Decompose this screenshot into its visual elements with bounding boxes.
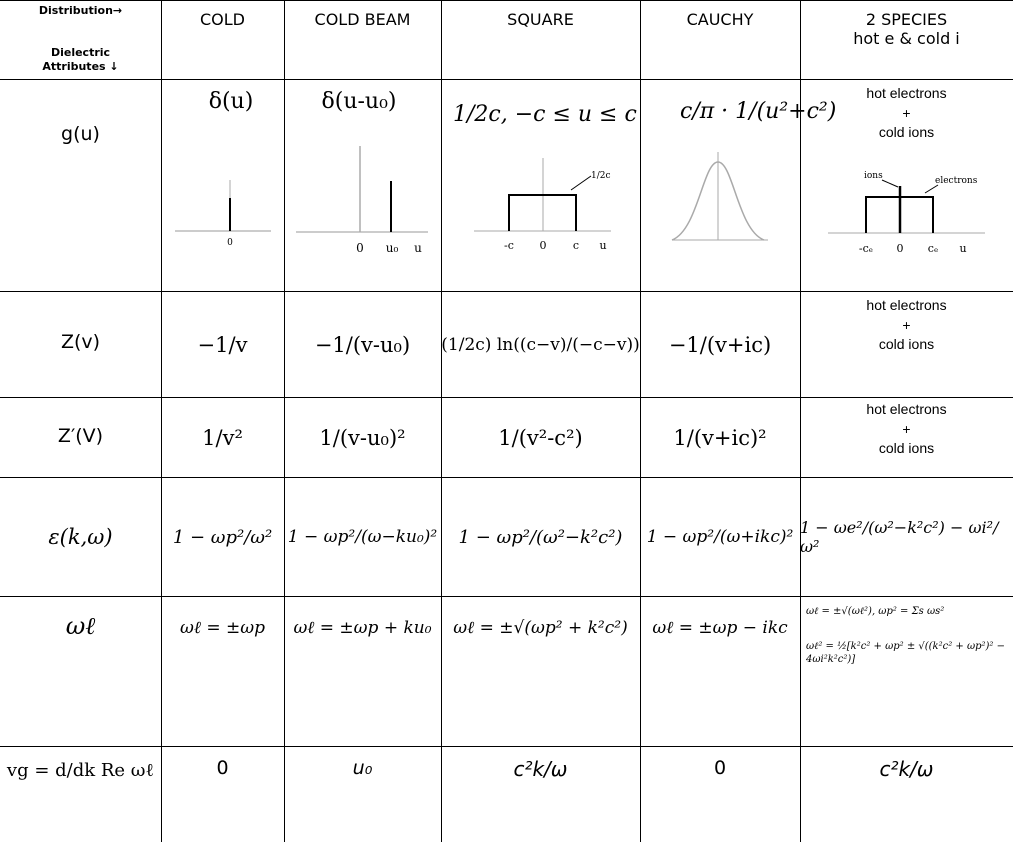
cold-zprime-formula: 1/v² <box>202 425 243 450</box>
row-label-g: g(u) <box>61 123 100 145</box>
species-g-plot: ions electrons -cₑ 0 cₑ u <box>828 171 985 255</box>
column-header-square: SQUARE <box>507 10 574 29</box>
square-z-formula: (1/2c) ln((c−v)/(−c−v)) <box>441 334 640 355</box>
cold-z-formula: −1/v <box>197 332 248 357</box>
square-g-plot: 1/2c, −c ≤ u ≤ c 1/2c -c 0 c u <box>453 102 637 252</box>
square-g-cell: 1/2c, −c ≤ u ≤ c 1/2c -c 0 c u <box>441 80 640 291</box>
species-omega-formula: ωℓ = ±√(ωℓ²), ωp² = Σs ωs² ωℓ² = ½[k²c² … <box>806 605 1009 666</box>
row-label-vg: vg = d/dk Re ωℓ <box>6 760 155 781</box>
column-header-2-species: 2 SPECIES hot e & cold i <box>800 10 1013 48</box>
cauchy-eps-formula: 1 − ωp²/(ω+ikc)² <box>646 527 794 547</box>
row-divider <box>0 0 1013 1</box>
species-zprime-note-line-3: cold ions <box>878 440 935 457</box>
corner-attributes-label: Dielectric Attributes ↓ <box>0 46 161 74</box>
column-divider <box>161 0 162 842</box>
species-vg-value: c²k/ω <box>879 757 934 781</box>
species-g-tick-u: u <box>959 242 966 255</box>
square-g-tick-0: 0 <box>540 239 547 252</box>
square-g-height-label: 1/2c <box>591 171 611 181</box>
square-vg-value: c²k/ω <box>513 757 568 781</box>
cold-vg-value: 0 <box>216 757 229 779</box>
row-divider <box>0 746 1013 747</box>
row-divider <box>0 596 1013 597</box>
row-divider <box>0 79 1013 80</box>
species-g-tick-minus-ce: -cₑ <box>859 242 873 255</box>
beam-vg-value: u₀ <box>352 757 373 779</box>
species-g-tick-0: 0 <box>897 242 904 255</box>
column-divider <box>800 0 801 842</box>
species-zprime-note-line-2: + <box>902 420 911 437</box>
beam-g-tick-u: u <box>414 241 422 255</box>
species-z-note-line-1: hot electrons <box>866 297 947 313</box>
species-g-note: hot electrons + cold ions <box>800 84 1013 143</box>
species-g-tick-ce: cₑ <box>928 242 938 255</box>
species-eps-formula: 1 − ωe²/(ω²−k²c²) − ωi²/ω² <box>800 518 999 556</box>
column-divider <box>284 0 285 842</box>
beam-g-cell: δ(u-u₀) 0 u₀ u <box>284 80 441 291</box>
species-g-note-line-3: cold ions <box>878 124 935 141</box>
beam-z-formula: −1/(v-u₀) <box>314 332 411 357</box>
species-omega-formula-line-2: ωℓ² = ½[k²c² + ωp² ± √((k²c² + ωp²)² − 4… <box>806 641 1005 665</box>
column-header-2-species-title: 2 SPECIES <box>865 10 948 29</box>
column-header-2-species-subtitle: hot e & cold i <box>853 29 960 48</box>
cauchy-omega-formula: ωℓ = ±ωp − ikc <box>652 618 788 638</box>
species-z-note: hot electrons + cold ions <box>800 296 1013 355</box>
column-header-cold: COLD <box>200 10 245 29</box>
square-g-tick-c: c <box>573 239 579 252</box>
beam-g-plot: δ(u-u₀) 0 u₀ u <box>296 89 428 255</box>
cold-g-formula: δ(u) <box>209 89 254 114</box>
cauchy-g-plot: c/π · 1/(u²+c²) <box>671 99 836 241</box>
beam-g-tick-u0: u₀ <box>386 241 399 255</box>
cauchy-g-cell: c/π · 1/(u²+c²) <box>640 80 836 291</box>
beam-eps-formula: 1 − ωp²/(ω−ku₀)² <box>287 527 438 547</box>
species-z-note-line-3: cold ions <box>878 336 935 353</box>
square-eps-formula: 1 − ωp²/(ω²−k²c²) <box>458 526 623 548</box>
beam-g-tick-0: 0 <box>356 241 364 255</box>
row-divider <box>0 477 1013 478</box>
species-zprime-note-line-1: hot electrons <box>866 401 947 417</box>
square-g-tick-u: u <box>599 239 606 252</box>
species-g-cell: hot electrons + cold ions ions electrons… <box>800 80 1013 291</box>
square-omega-formula: ωℓ = ±√(ωp² + k²c²) <box>453 618 628 638</box>
cauchy-z-formula: −1/(v+ic) <box>668 332 772 357</box>
cold-omega-formula: ωℓ = ±ωp <box>180 618 265 638</box>
row-label-omega: ωℓ <box>65 612 96 640</box>
corner-distribution-label: Distribution→ <box>38 4 123 17</box>
cauchy-vg-value: 0 <box>713 757 727 779</box>
row-divider <box>0 291 1013 292</box>
species-omega-spacer <box>806 618 1009 640</box>
column-divider <box>441 0 442 842</box>
beam-omega-formula: ωℓ = ±ωp + ku₀ <box>293 618 432 638</box>
species-g-ions-label: ions <box>864 171 883 181</box>
corner-attributes-text: Attributes ↓ <box>42 59 119 73</box>
species-g-note-line-2: + <box>902 104 911 121</box>
column-header-cauchy: CAUCHY <box>686 10 754 29</box>
cauchy-g-formula: c/π · 1/(u²+c²) <box>680 99 836 124</box>
row-divider <box>0 397 1013 398</box>
column-divider <box>640 0 641 842</box>
species-zprime-note: hot electrons + cold ions <box>800 400 1013 459</box>
square-zprime-formula: 1/(v²-c²) <box>498 425 583 450</box>
corner-dielectric-text: Dielectric <box>50 46 111 59</box>
species-g-note-line-1: hot electrons <box>866 85 947 101</box>
cauchy-zprime-formula: 1/(v+ic)² <box>673 425 767 450</box>
species-g-electrons-label: electrons <box>935 176 978 186</box>
square-g-formula: 1/2c, −c ≤ u ≤ c <box>453 102 637 127</box>
column-header-cold-beam: COLD BEAM <box>314 10 411 29</box>
cold-eps-formula: 1 − ωp²/ω² <box>172 526 273 548</box>
beam-g-formula: δ(u-u₀) <box>321 89 396 114</box>
row-label-eps: ε(k,ω) <box>48 525 113 549</box>
species-z-note-line-2: + <box>902 316 911 333</box>
beam-zprime-formula: 1/(v-u₀)² <box>319 425 406 450</box>
square-g-tick-minus-c: -c <box>504 239 514 252</box>
cold-g-plot: δ(u) 0 <box>175 89 271 248</box>
row-label-zprime: Z′(V) <box>57 425 104 447</box>
cold-g-cell: δ(u) 0 <box>161 80 284 291</box>
species-omega-formula-line-1: ωℓ = ±√(ωℓ²), ωp² = Σs ωs² <box>806 606 945 617</box>
cauchy-g-curve <box>671 161 765 241</box>
row-label-z: Z(v) <box>60 331 101 353</box>
cold-g-tick-0: 0 <box>227 238 233 248</box>
